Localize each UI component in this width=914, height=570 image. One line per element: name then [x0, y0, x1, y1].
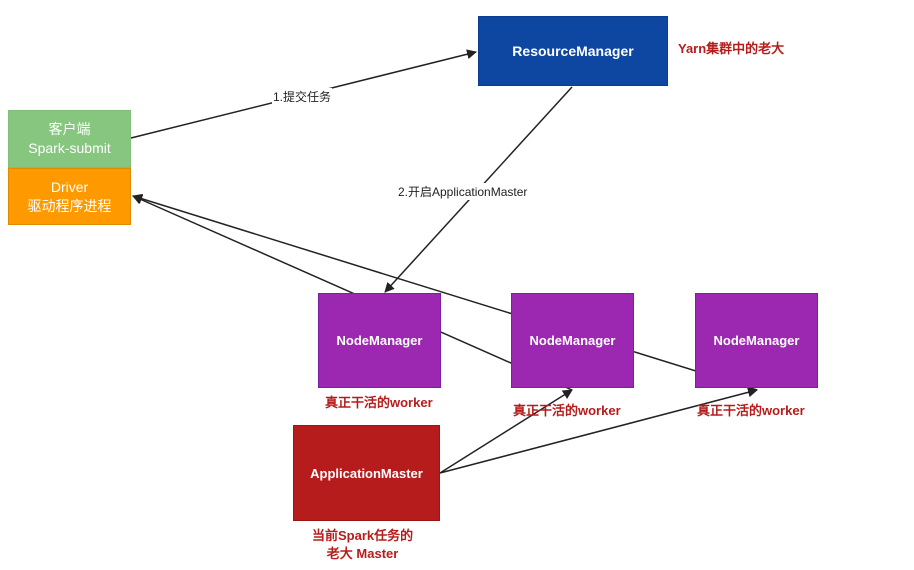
node-manager-2-label: NodeManager [529, 333, 616, 348]
application-master-label: ApplicationMaster [310, 465, 423, 481]
edge-am-to-worker2 [439, 387, 758, 474]
resource-manager-node[interactable]: ResourceManager [478, 16, 668, 86]
driver-label-line2: 驱动程序进程 [27, 197, 112, 214]
edge-am-to-worker1 [439, 389, 573, 474]
application-master-node[interactable]: ApplicationMaster [293, 425, 440, 521]
node-manager-3-note: 真正干活的worker [697, 403, 805, 418]
client-label-line1: 客户端 [48, 121, 91, 137]
client-node[interactable]: 客户端 Spark-submit [8, 110, 131, 168]
driver-node[interactable]: Driver 驱动程序进程 [8, 168, 131, 225]
resource-manager-label: ResourceManager [512, 42, 634, 59]
application-master-note-line1: 当前Spark任务的 [312, 528, 414, 543]
node-manager-3-label: NodeManager [713, 333, 800, 348]
node-manager-1[interactable]: NodeManager [318, 293, 441, 388]
application-master-note: 当前Spark任务的 老大 Master [312, 527, 413, 563]
node-manager-2-note: 真正干活的worker [513, 403, 621, 418]
node-manager-2[interactable]: NodeManager [511, 293, 634, 388]
resource-manager-note: Yarn集群中的老大 [678, 41, 785, 56]
node-manager-1-label: NodeManager [336, 333, 423, 348]
node-manager-1-note: 真正干活的worker [325, 395, 433, 410]
client-label-line2: Spark-submit [28, 140, 111, 156]
edge-label-start-am: 2.开启ApplicationMaster [397, 183, 529, 200]
driver-label-line1: Driver [50, 178, 89, 195]
node-manager-3[interactable]: NodeManager [695, 293, 818, 388]
edge-label-submit: 1.提交任务 [272, 88, 333, 105]
edge-worker2-to-driver [132, 193, 758, 391]
application-master-note-line2: 老大 Master [326, 546, 399, 561]
